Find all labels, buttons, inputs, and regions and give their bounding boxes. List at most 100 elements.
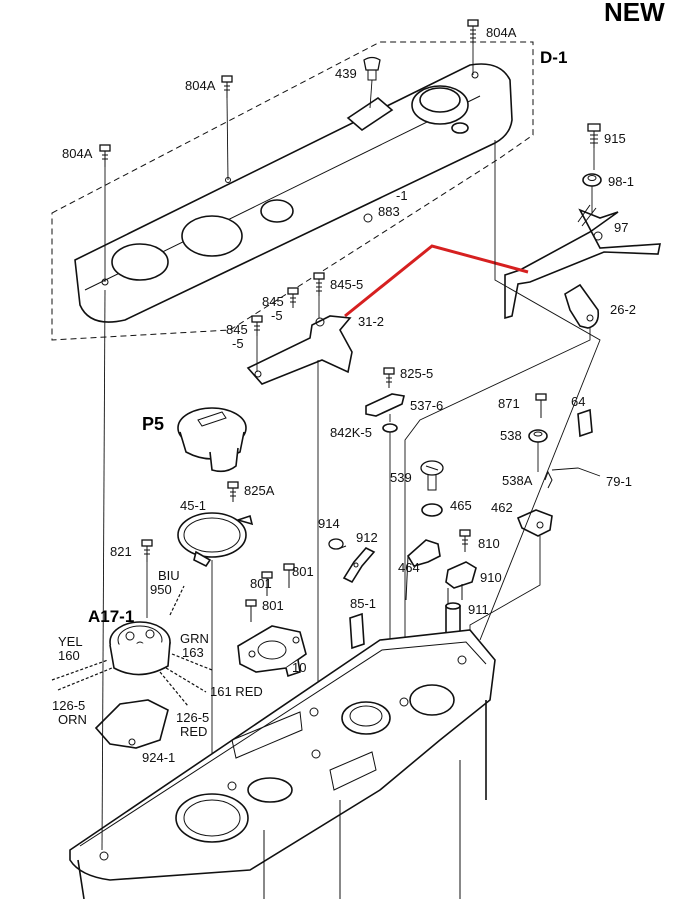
callout-126-5-a: 126-5 (52, 698, 85, 713)
group-label-d1: D-1 (540, 48, 567, 67)
callout-912: 912 (356, 530, 378, 545)
callout-915: 915 (604, 131, 626, 146)
part-911 (445, 602, 461, 635)
battery-cap-P5 (177, 407, 247, 473)
callout-465: 465 (450, 498, 472, 513)
lever-26-2 (404, 283, 600, 700)
part-439 (363, 56, 381, 109)
screw-801-c (245, 599, 257, 622)
callout-924-1: 924-1 (142, 750, 175, 765)
callout-845-c: 845 (226, 322, 248, 337)
callout-804A-left: 804A (62, 146, 93, 161)
callout-825A: 825A (244, 483, 275, 498)
top-cover-plate (74, 63, 513, 323)
screw-845-b (287, 287, 299, 308)
callout-160: 160 (58, 648, 80, 663)
callout-538: 538 (500, 428, 522, 443)
screw-810 (459, 529, 471, 552)
plate-924-1 (94, 699, 169, 749)
wire-161-RED (165, 667, 207, 693)
callout-64: 64 (571, 394, 585, 409)
callout-821: 821 (110, 544, 132, 559)
callout-GRN: GRN (180, 631, 209, 646)
callout-26-2: 26-2 (610, 302, 636, 317)
callout-538A: 538A (502, 473, 533, 488)
callout-163: 163 (182, 645, 204, 660)
callout-79-1: 79-1 (606, 474, 632, 489)
callout-801-c: 801 (262, 598, 284, 613)
callout-804A-top: 804A (486, 25, 517, 40)
screw-804A-mid (221, 75, 233, 181)
callout-YEL: YEL (58, 634, 83, 649)
screw-821 (141, 539, 153, 618)
wire-GRN-163 (171, 653, 213, 671)
callout-842K-5: 842K-5 (330, 425, 372, 440)
ring-45-1 (177, 512, 254, 780)
camera-body (69, 629, 496, 899)
part-85-1 (349, 612, 365, 650)
part-883 (363, 213, 373, 223)
callout-845-b-5: -5 (271, 308, 283, 323)
callout-804A-mid: 804A (185, 78, 216, 93)
callout-A17-1: A17-1 (88, 607, 134, 626)
screw-825A (227, 481, 239, 502)
leader-left-main (101, 289, 106, 851)
callout-439: 439 (335, 66, 357, 81)
washer-98-1 (582, 173, 602, 225)
bracket-537-6 (365, 393, 405, 422)
callout-801-a: 801 (250, 576, 272, 591)
screw-845-5-a (313, 272, 325, 318)
plate-31-2 (246, 315, 353, 710)
d1-group-boundary (51, 41, 534, 341)
screw-804A-left (99, 144, 111, 282)
callout-P5: P5 (142, 414, 164, 434)
screw-825-5 (383, 367, 395, 388)
callout-31-2: 31-2 (358, 314, 384, 329)
callout-RED: RED (180, 724, 207, 739)
callout-845-c-5: -5 (232, 336, 244, 351)
new-badge: NEW (604, 0, 665, 27)
lever-464 (405, 539, 441, 601)
callout-464: 464 (398, 560, 420, 575)
callout-883-dash: -1 (396, 188, 408, 203)
callout-10: 10 (292, 660, 306, 675)
wire-126-5-RED (159, 671, 189, 707)
callout-161RED: 161 RED (210, 684, 263, 699)
screw-804A-top (467, 19, 479, 75)
screw-801-b (283, 563, 295, 588)
callout-914: 914 (318, 516, 340, 531)
switch-A17-1 (109, 621, 171, 676)
callout-910: 910 (480, 570, 502, 585)
part-64 (577, 408, 593, 438)
callout-911: 911 (468, 602, 489, 617)
callout-883: 883 (378, 204, 400, 219)
callout-801-b: 801 (292, 564, 314, 579)
callout-537-6: 537-6 (410, 398, 443, 413)
screw-539 (420, 460, 444, 491)
callout-126-5-b: 126-5 (176, 710, 209, 725)
highlight-connector (344, 244, 529, 318)
callout-825-5: 825-5 (400, 366, 433, 381)
callout-539: 539 (390, 470, 412, 485)
screw-871 (535, 393, 547, 418)
callout-462: 462 (491, 500, 513, 515)
callout-810: 810 (478, 536, 500, 551)
callout-98-1: 98-1 (608, 174, 634, 189)
spring-538A (544, 467, 601, 489)
lever-97 (504, 204, 661, 320)
block-10 (237, 625, 307, 678)
callout-950: 950 (150, 582, 172, 597)
screw-801-a (261, 571, 273, 596)
callout-45-1: 45-1 (180, 498, 206, 513)
callout-ORN: ORN (58, 712, 87, 727)
wire-ORN (57, 667, 113, 691)
wire-YEL-160 (51, 659, 109, 681)
callout-85-1: 85-1 (350, 596, 376, 611)
callout-871: 871 (498, 396, 520, 411)
leader-right-main (479, 140, 601, 641)
washer-465 (421, 503, 443, 517)
callout-97: 97 (614, 220, 628, 235)
callout-845-5-a: 845-5 (330, 277, 363, 292)
callout-BIU: BIU (158, 568, 180, 583)
screw-845-c (251, 315, 263, 372)
